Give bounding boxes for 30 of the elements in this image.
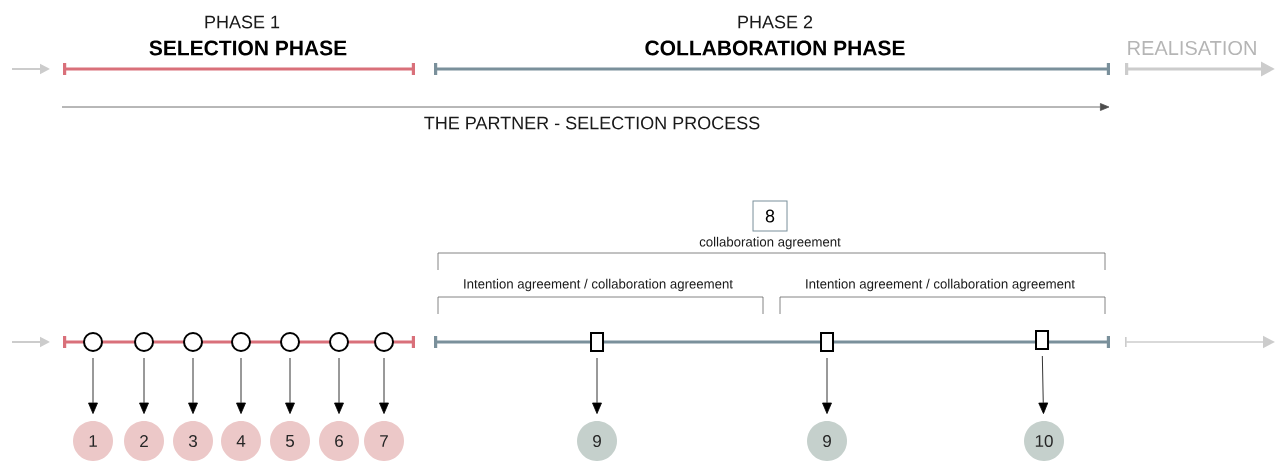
milestone-circle (329, 332, 349, 352)
arrow (334, 357, 344, 414)
milestone-circle (134, 332, 154, 352)
milestone-square (590, 332, 604, 352)
text-label: REALISATION (1128, 40, 1256, 56)
arrow (379, 357, 389, 414)
milestone-circle (183, 332, 203, 352)
text-label: SELECTION PHASE (149, 40, 347, 56)
arrow (285, 357, 295, 414)
text-label: Intention agreement / collaboration agreement (464, 278, 733, 292)
arrow (236, 357, 246, 414)
arrow (592, 357, 602, 414)
milestone-square (820, 332, 834, 352)
milestone-square (1035, 330, 1049, 350)
text-label: THE PARTNER - SELECTION PROCESS (424, 116, 760, 130)
milestone-circle (280, 332, 300, 352)
milestone-circle (83, 332, 103, 352)
text-label: collaboration agreement (699, 236, 841, 250)
text-label: PHASE 1 (205, 15, 280, 29)
number-box: 8 (752, 200, 788, 232)
milestone-circle (374, 332, 394, 352)
text-label: PHASE 2 (738, 15, 813, 29)
arrow (1038, 355, 1049, 414)
milestone-circle (231, 332, 251, 352)
arrow (88, 357, 98, 414)
arrow (188, 357, 198, 414)
arrow (822, 357, 832, 414)
arrow (139, 357, 149, 414)
text-label: Intention agreement / collaboration agreement (806, 278, 1075, 292)
text-label: COLLABORATION PHASE (645, 40, 905, 56)
